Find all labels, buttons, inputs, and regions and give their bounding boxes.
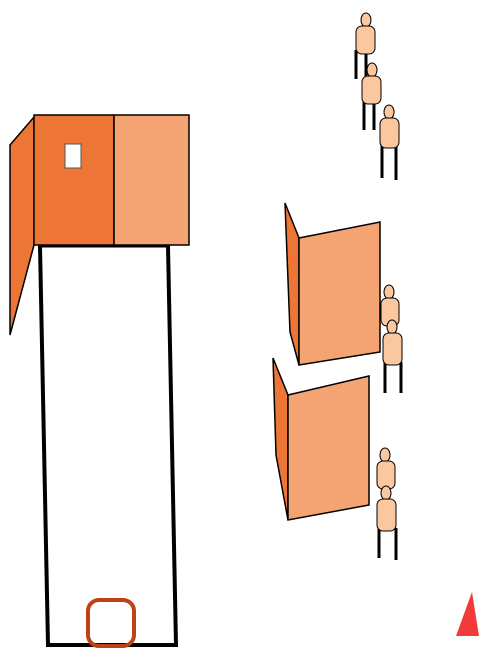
- figure-icon: [379, 104, 400, 180]
- panel-upper-side: [284, 202, 300, 366]
- long-room: [38, 244, 179, 648]
- window-icon: [64, 143, 82, 169]
- corner-wall: [9, 114, 190, 336]
- panel-lower-side: [272, 357, 289, 521]
- figure-icon: [361, 62, 382, 130]
- figure-icon: [380, 284, 400, 327]
- figure-icon: [354, 12, 376, 79]
- direction-marker-icon: [456, 592, 479, 636]
- hoop-icon: [86, 598, 136, 648]
- figure-icon: [376, 485, 398, 560]
- figure-group-middle: [380, 284, 403, 393]
- long-room-outline: [38, 245, 179, 647]
- figure-icon: [376, 447, 396, 490]
- corner-wall-face: [113, 114, 190, 246]
- panel-lower-face: [287, 375, 370, 521]
- figure-group-bottom: [376, 447, 398, 560]
- figure-group-top: [354, 12, 400, 180]
- panel-lower: [272, 357, 370, 521]
- panel-upper-face: [298, 221, 381, 366]
- panel-upper: [284, 202, 381, 366]
- corner-wall-front: [33, 114, 115, 246]
- figure-icon: [382, 319, 403, 393]
- corner-wall-side: [9, 114, 35, 336]
